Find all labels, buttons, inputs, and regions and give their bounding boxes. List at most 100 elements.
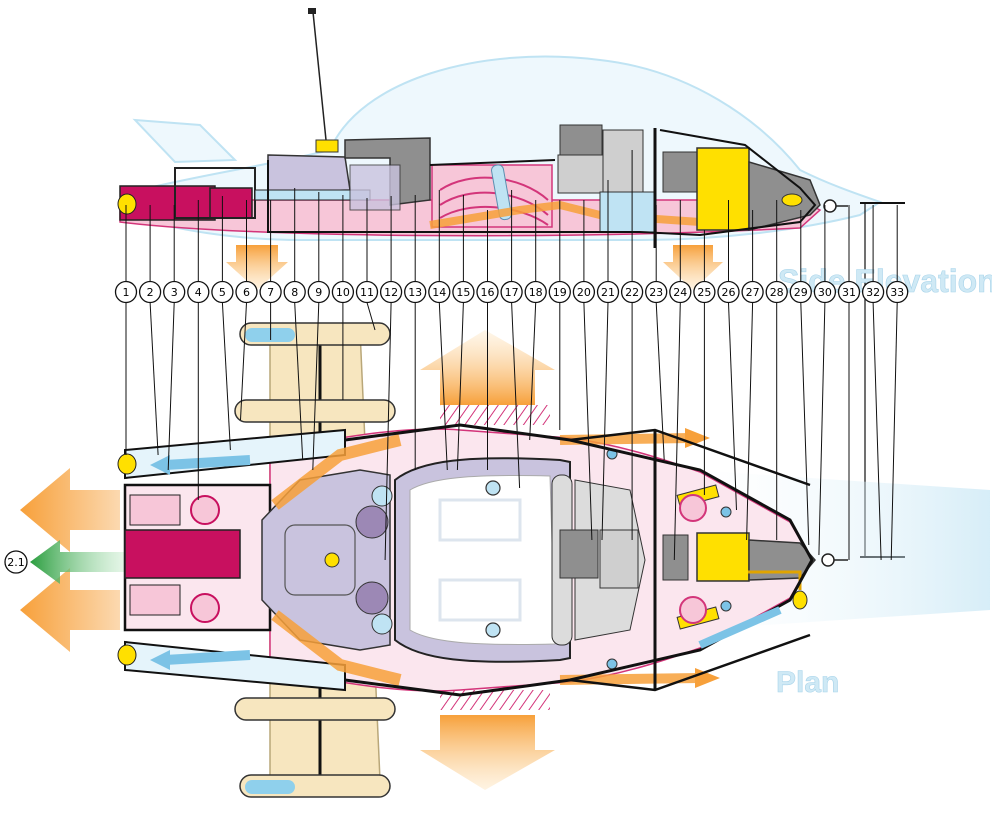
callout-23: 23	[645, 205, 668, 461]
callout-19: 19	[548, 200, 571, 430]
callout-27: 27	[741, 210, 764, 541]
callout-leader-down	[294, 302, 304, 461]
callout-circle	[428, 280, 451, 304]
callout-circle	[476, 280, 499, 304]
callout-number: 5	[219, 286, 226, 299]
callout-circle	[789, 280, 812, 304]
callout-number: 21	[601, 286, 615, 299]
callout-circle	[717, 280, 740, 304]
callout-1: 1	[114, 205, 138, 455]
callout-10: 10	[331, 195, 355, 400]
callout-leader-down	[366, 302, 376, 331]
plan-pod-mid-bottom	[234, 697, 396, 721]
plan-tank-left-top	[355, 505, 389, 539]
side-fuselage-outline	[267, 129, 817, 237]
callout-circle	[138, 280, 162, 304]
plan-engine-right-module	[129, 584, 181, 616]
callout-number: 25	[697, 286, 711, 299]
callout-circle	[235, 280, 258, 304]
callout-leader-down	[746, 302, 754, 541]
callout-circle	[813, 280, 837, 304]
plan-vent-top	[440, 405, 550, 425]
callout-leader-down	[872, 302, 882, 561]
callout-3: 3	[163, 205, 186, 471]
callout-leader-down	[818, 302, 826, 556]
plan-engine-left-module	[129, 494, 181, 526]
plan-outer-outline	[344, 423, 814, 697]
callout-5: 5	[211, 196, 234, 451]
callout-circle	[331, 280, 355, 304]
callout-circle	[524, 280, 547, 304]
callout-number: 10	[336, 286, 350, 299]
callout-leader-down	[149, 302, 159, 456]
side-heat-arrow-left	[226, 245, 288, 290]
plan-boom-flow-top	[164, 455, 251, 470]
plan-boom-flow-bottom	[164, 650, 251, 665]
callout-leader-down	[583, 302, 593, 541]
callout-20: 20	[572, 200, 596, 541]
callout-leader-down	[511, 302, 521, 489]
plan-fan-top-icon	[190, 495, 220, 525]
plan-hot-flow-bottom	[271, 610, 402, 686]
callout-number: 31	[842, 286, 856, 299]
callout-leader-down	[673, 302, 681, 561]
plan-sensor-bottom	[371, 613, 393, 635]
callout-number: 16	[481, 286, 495, 299]
callout-leader-down	[655, 302, 665, 461]
plan-vent-bottom	[440, 690, 550, 710]
callout-11: 11	[355, 198, 379, 331]
callout-2-1-label: 2.1	[7, 556, 25, 569]
callout-leader-down	[240, 302, 247, 421]
callout-number: 32	[866, 286, 880, 299]
callout-circle	[886, 280, 909, 304]
callout-number: 18	[529, 286, 543, 299]
plan-heat-arrow-down	[420, 715, 555, 790]
callout-leader-down	[800, 302, 810, 546]
callout-12: 12	[379, 196, 403, 561]
plan-exhaust-arrow-bottom	[20, 568, 120, 652]
callout-circle	[500, 280, 523, 304]
callout-number: 1	[123, 286, 130, 299]
callout-circle	[596, 280, 620, 304]
callout-circle	[765, 280, 788, 304]
callout-circle	[645, 280, 668, 304]
callout-circle	[307, 280, 330, 304]
side-elevation-view: Side Elevation	[117, 8, 992, 558]
callout-number: 24	[673, 286, 687, 299]
callout-circle	[404, 280, 427, 304]
side-elevation-label: Side Elevation	[778, 263, 992, 299]
callout-leader-down	[601, 302, 609, 541]
antenna-base	[315, 139, 339, 153]
plan-fan-bottom-icon	[190, 593, 220, 623]
plan-sensor-top	[371, 485, 393, 507]
callout-number: 22	[625, 286, 639, 299]
plan-control-knob-bottom	[485, 622, 501, 638]
plan-view: Plan	[20, 322, 990, 798]
plan-engine-core	[124, 529, 241, 579]
plan-tank-left-bottom	[355, 581, 389, 615]
callout-8: 8	[283, 188, 306, 461]
side-pitot-icon	[823, 199, 837, 213]
callout-number: 7	[267, 286, 274, 299]
callout-number: 14	[432, 286, 446, 299]
callout-number: 26	[722, 286, 736, 299]
side-nozzle-light	[117, 193, 137, 215]
callout-30: 30	[813, 205, 837, 556]
plan-hot-flow-right-bottom	[559, 673, 701, 685]
callout-circle	[283, 280, 306, 304]
callout-6: 6	[235, 200, 258, 421]
callout-number: 19	[553, 286, 567, 299]
plan-fuel-cap-icon	[324, 552, 340, 568]
callout-number: 20	[577, 286, 591, 299]
callout-circle	[861, 280, 885, 304]
side-seat-block	[349, 164, 401, 211]
callout-circle	[163, 280, 186, 304]
side-heat-arrow-right	[663, 245, 723, 290]
side-nose-light	[781, 193, 803, 207]
side-stick	[491, 164, 512, 221]
callout-33: 33	[886, 205, 909, 561]
callout-circle	[452, 280, 475, 304]
callout-4: 4	[187, 200, 210, 500]
